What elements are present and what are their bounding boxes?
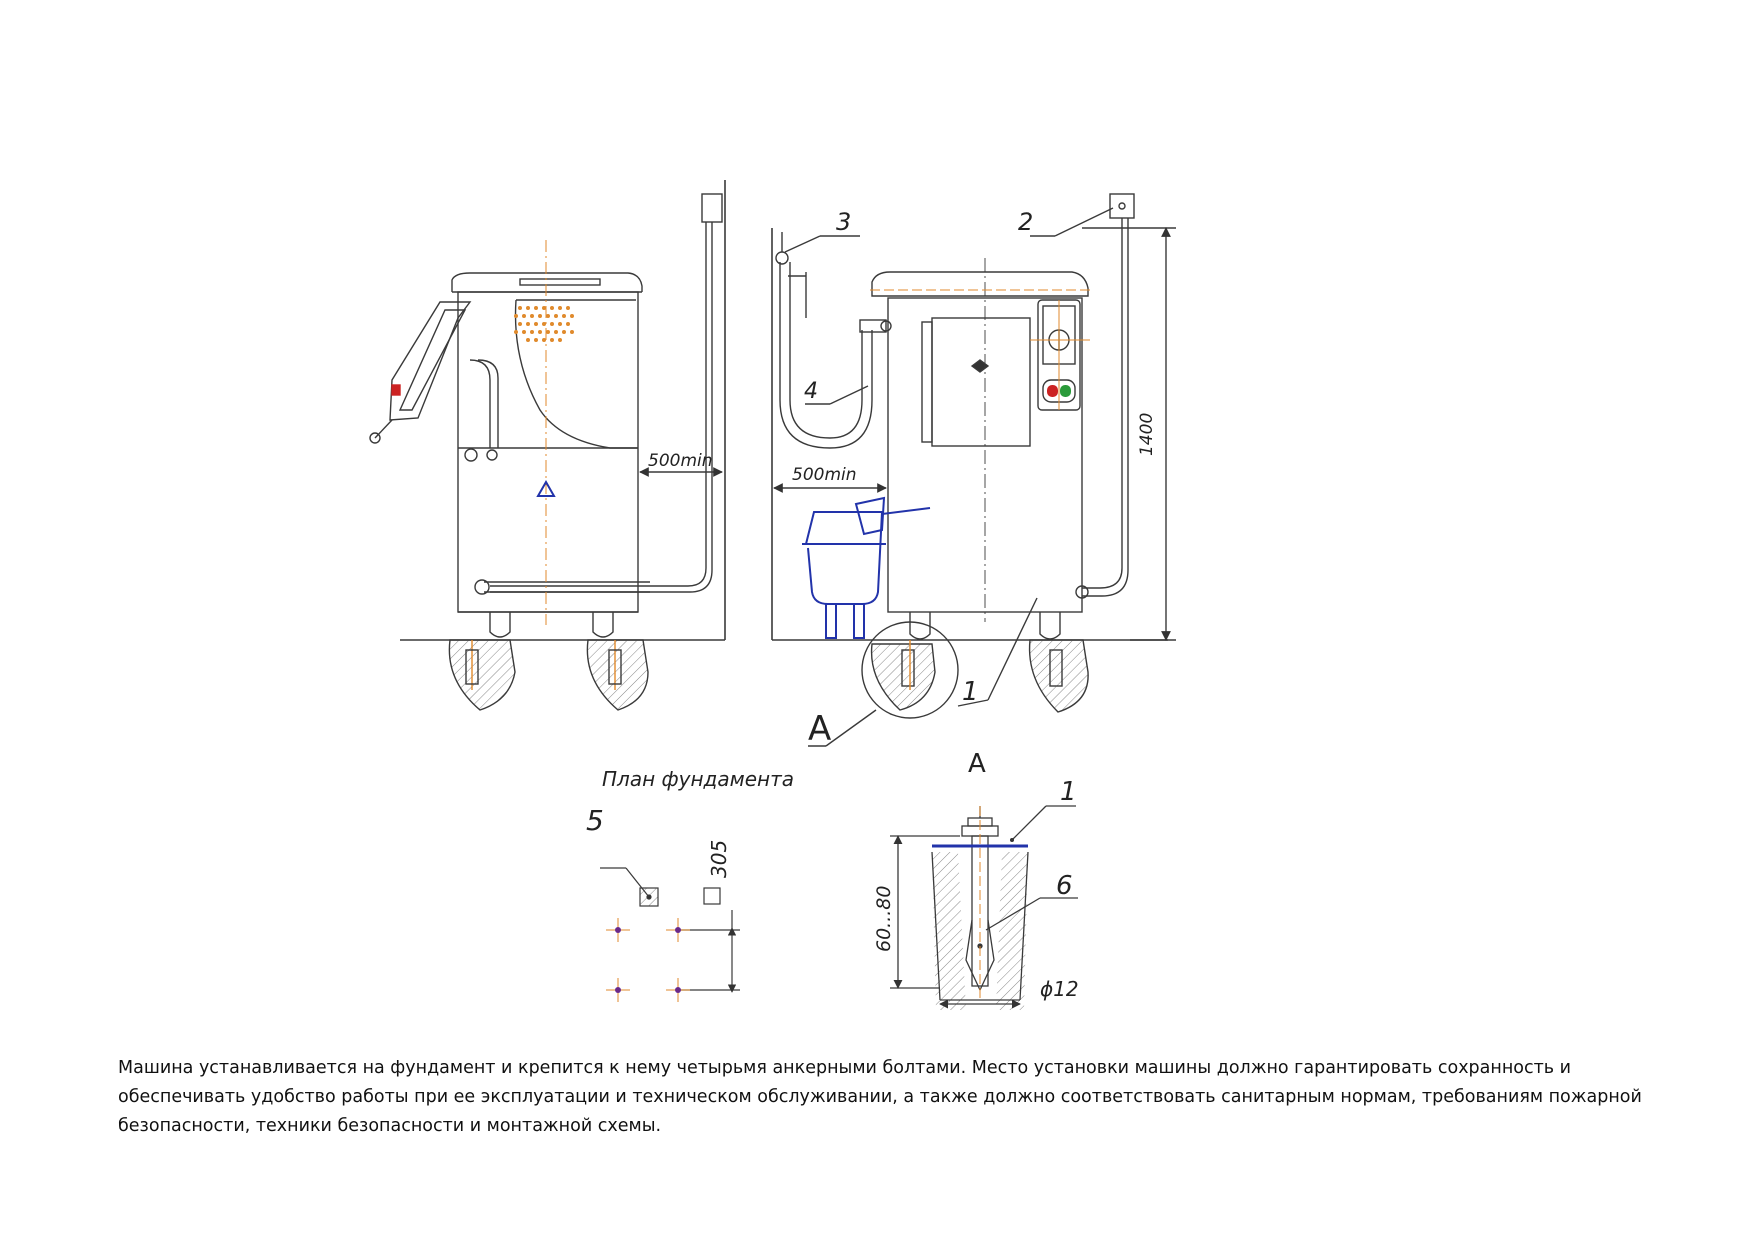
item-label-1: 1	[962, 677, 979, 707]
dim-phi12: ϕ12	[1040, 977, 1079, 1001]
front-view	[771, 193, 1176, 747]
dim-1400: 1400	[1137, 413, 1157, 456]
dim-500-right: 500min	[792, 465, 857, 485]
detail-a	[890, 805, 1078, 1010]
warning-triangle-icon	[536, 479, 556, 497]
item-label-3: 3	[836, 208, 851, 236]
foundation-plan-title: План фундамента	[602, 767, 794, 791]
start-button-indicator	[1060, 385, 1071, 397]
panel-centerlines	[870, 289, 1092, 410]
stop-button-indicator	[1047, 385, 1058, 397]
side-view	[369, 180, 726, 711]
collecting-bowl	[802, 496, 931, 639]
installation-description: Машина устанавливается на фундамент и кр…	[118, 1057, 1642, 1136]
detail-callout-label: A	[808, 709, 831, 749]
foundation-plan	[600, 867, 740, 993]
installation-drawing: 500min	[369, 180, 1176, 1010]
dim-305: 305	[707, 840, 731, 878]
detail-a-title: A	[968, 749, 986, 779]
detail-a-accents	[932, 806, 1028, 1000]
grate-pattern	[514, 306, 574, 342]
dim-60-80: 60...80	[873, 886, 895, 952]
item-label-4: 4	[804, 379, 818, 404]
dim-500-left: 500min	[648, 451, 713, 471]
item-label-2: 2	[1018, 208, 1033, 236]
item-label-1-detail: 1	[1060, 777, 1077, 807]
item-label-6: 6	[1056, 871, 1073, 901]
item-label-5: 5	[586, 804, 604, 837]
anchor-points	[606, 918, 690, 1002]
